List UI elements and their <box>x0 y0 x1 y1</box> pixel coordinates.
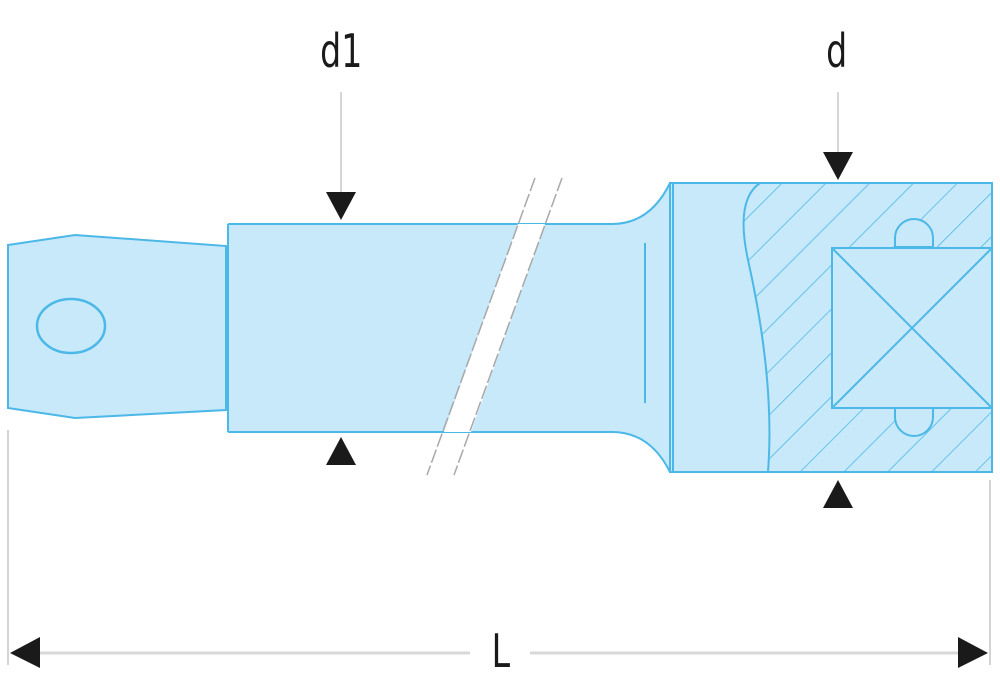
dimension-L <box>7 430 991 668</box>
female-drive-end <box>669 182 993 473</box>
break-symbol <box>426 177 563 476</box>
arrow-left-icon <box>10 637 40 668</box>
arrow-right-icon <box>958 637 988 668</box>
label-d: d <box>826 24 848 78</box>
arrow-down-icon <box>326 192 356 220</box>
male-drive-end <box>7 233 227 420</box>
dimension-d1 <box>326 92 356 465</box>
ball-detent-hole <box>35 297 107 355</box>
arrow-down-icon <box>823 152 853 180</box>
arrow-up-icon <box>823 480 853 508</box>
shaft <box>227 182 671 473</box>
arrow-up-icon <box>326 437 356 465</box>
label-d1: d1 <box>320 24 363 78</box>
dimension-d <box>823 92 853 508</box>
label-L: L <box>491 624 511 678</box>
